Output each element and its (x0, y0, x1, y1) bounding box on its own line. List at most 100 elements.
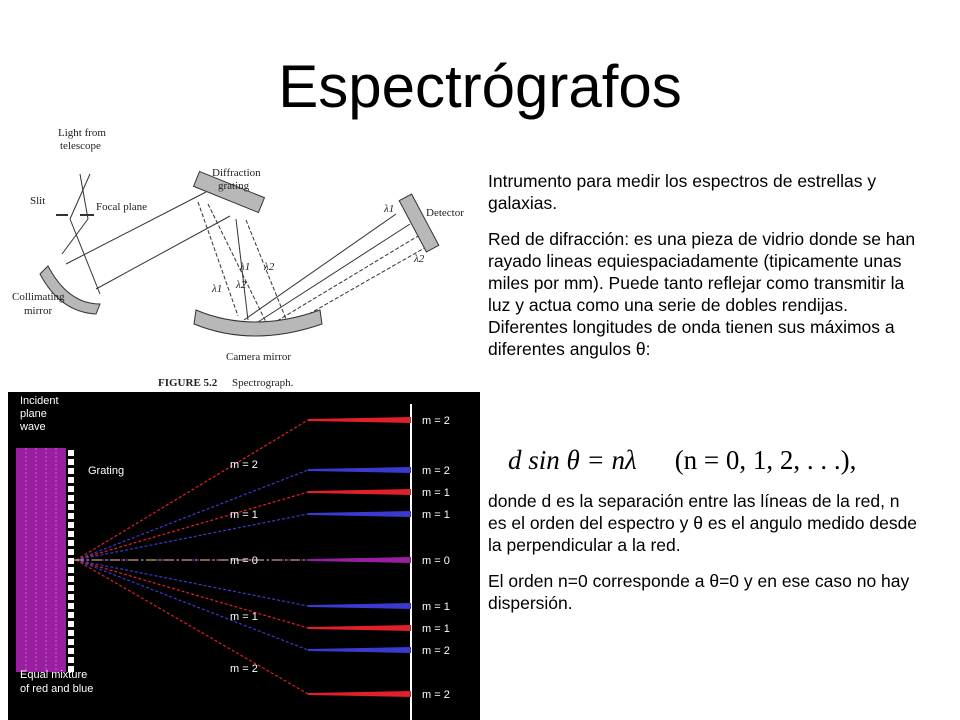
grating-slit (68, 657, 74, 663)
spectrum-band (308, 557, 411, 563)
diffraction-ray (75, 469, 309, 561)
incoming-ray-2 (79, 173, 89, 220)
right-order-label: m = 2 (422, 415, 450, 427)
label-lambda2-a: λ2 (263, 261, 275, 273)
grating-slit (68, 513, 74, 519)
label-camera-mirror: Camera mirror (226, 351, 291, 363)
grating-slit (68, 477, 74, 483)
diffraction-ray (75, 559, 309, 651)
label-grating: grating (218, 180, 250, 192)
grating-slit (68, 585, 74, 591)
diffraction-ray (75, 419, 309, 561)
grating-slit (68, 666, 74, 672)
label-incident: Incident (20, 395, 59, 407)
equation-right: (n = 0, 1, 2, . . .), (674, 445, 857, 475)
left-order-label: m = 2 (230, 459, 258, 471)
paragraph-definitions: donde d es la separación entre las línea… (488, 491, 918, 555)
ray-lambda1-b (235, 218, 249, 321)
diverging-ray-1 (69, 218, 101, 295)
label-mirror: mirror (24, 305, 52, 317)
right-order-label: m = 1 (422, 509, 450, 521)
right-order-label: m = 0 (422, 555, 450, 567)
grating-orders-diagram: Incident plane wave Grating Equal mixtur… (8, 392, 480, 720)
right-order-label: m = 1 (422, 623, 450, 635)
diffraction-grating (192, 170, 266, 214)
grating-slit (68, 486, 74, 492)
label-wave: wave (19, 421, 46, 433)
camera-mirror (193, 309, 323, 337)
diffraction-ray (75, 559, 309, 607)
grating-slit (68, 549, 74, 555)
slide-title: Espectrógrafos (278, 53, 682, 120)
left-order-label: m = 1 (230, 509, 258, 521)
grating-slit (68, 531, 74, 537)
paragraph-zero-order: El orden n=0 corresponde a θ=0 y en ese … (488, 571, 910, 613)
spectrum-band (308, 489, 411, 495)
grating-slit (68, 576, 74, 582)
label-lambda2-b: λ2 (235, 279, 247, 291)
spectrum-band (308, 625, 411, 631)
label-diffraction: Diffraction (212, 167, 261, 179)
ray-to-detector-2 (257, 223, 411, 323)
diffraction-ray (75, 491, 309, 561)
ray-lambda2-a (207, 203, 267, 323)
grating-slit (68, 459, 74, 465)
grating-slit (68, 558, 74, 564)
grating-slit (68, 567, 74, 573)
grating-slit (68, 522, 74, 528)
label-lambda2-detector: λ2 (413, 253, 425, 265)
grating-slit (68, 468, 74, 474)
spectrum-band (308, 511, 411, 517)
grating-slit (68, 540, 74, 546)
grating-slits (68, 450, 74, 672)
grating-slit (68, 639, 74, 645)
left-order-label: m = 2 (230, 663, 258, 675)
right-order-label: m = 1 (422, 487, 450, 499)
label-lambda1-a: λ1 (239, 261, 250, 273)
paragraph-intro: Intrumento para medir los espectros de e… (488, 171, 877, 213)
left-order-label: m = 0 (230, 555, 258, 567)
grating-equation: d sin θ = nλ (n = 0, 1, 2, . . .), (508, 445, 856, 476)
label-collimating: Collimating (12, 291, 65, 303)
grating-slit (68, 612, 74, 618)
spectrum-band (308, 467, 411, 473)
spectrum-band (308, 603, 411, 609)
right-order-label: m = 2 (422, 689, 450, 701)
ray-to-detector-3 (271, 235, 419, 325)
diffraction-ray (75, 513, 309, 561)
diffraction-ray (75, 559, 309, 629)
spectrum-band (308, 417, 411, 423)
diverging-ray-2 (61, 218, 89, 255)
detector-plate (398, 193, 440, 253)
label-detector: Detector (426, 207, 464, 219)
equation-left: d sin θ = nλ (508, 445, 637, 475)
right-order-label: m = 2 (422, 645, 450, 657)
spectrum-band (308, 647, 411, 653)
spectrograph-diagram: Light from telescope Slit Focal plane Di… (12, 127, 464, 389)
description-text: Intrumento para medir los espectros de e… (488, 170, 918, 374)
collimated-ray-1 (65, 191, 207, 265)
label-focal-plane: Focal plane (96, 201, 147, 213)
label-plane: plane (20, 408, 47, 420)
grating-slit (68, 594, 74, 600)
label-slit: Slit (30, 195, 45, 207)
label-telescope: telescope (60, 140, 101, 152)
incident-wave-block (16, 448, 66, 672)
grating-slit (68, 450, 74, 456)
paragraph-grating: Red de difracción: es una pieza de vidri… (488, 229, 916, 359)
diffraction-rays (75, 417, 411, 697)
grating-slit (68, 504, 74, 510)
collimating-mirror (39, 265, 101, 315)
label-light-from: Light from (58, 127, 106, 139)
right-order-label: m = 2 (422, 465, 450, 477)
ray-to-detector-1 (243, 213, 397, 321)
figure-caption-text: Spectrograph. (232, 377, 294, 389)
collimated-ray-2 (95, 215, 231, 290)
grating-slit (68, 621, 74, 627)
description-text-2: donde d es la separación entre las línea… (488, 490, 918, 628)
right-order-label: m = 1 (422, 601, 450, 613)
label-grating: Grating (88, 465, 124, 477)
grating-slit (68, 495, 74, 501)
label-lambda1-b: λ1 (211, 283, 222, 295)
label-red-and-blue: of red and blue (20, 683, 93, 695)
